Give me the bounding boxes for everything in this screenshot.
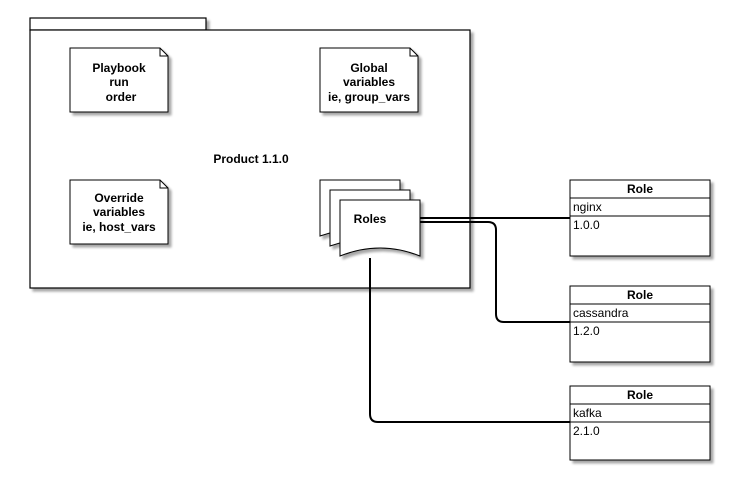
role-version: 2.1.0 [573, 424, 600, 438]
note-playbook-line-1: Playbook [92, 61, 146, 75]
role-box-cassandra[interactable] [569, 285, 711, 363]
note-playbook-line-2: run [109, 75, 128, 89]
note-global-line-2: variables [343, 75, 395, 89]
roles-multidoc[interactable] [319, 179, 421, 257]
note-global[interactable] [319, 47, 419, 113]
role-name: kafka [573, 406, 602, 420]
role-name: nginx [573, 200, 602, 214]
role-header: Role [627, 182, 653, 196]
role-header: Role [627, 388, 653, 402]
note-override-line-3: ie, host_vars [82, 220, 156, 234]
note-playbook[interactable] [69, 47, 169, 113]
role-name: cassandra [573, 306, 629, 320]
role-version: 1.0.0 [573, 218, 600, 232]
roles-label: Roles [354, 212, 387, 226]
role-header: Role [627, 288, 653, 302]
role-version: 1.2.0 [573, 324, 600, 338]
note-global-line-1: Global [350, 61, 387, 75]
package-label: Product 1.1.0 [213, 152, 289, 166]
role-box-kafka[interactable] [569, 385, 711, 461]
package-tab [29, 17, 207, 31]
note-playbook-line-3: order [106, 90, 137, 104]
role-box-nginx[interactable] [569, 179, 711, 257]
note-override[interactable] [69, 179, 169, 245]
note-override-line-1: Override [94, 191, 144, 205]
connectors [369, 217, 570, 423]
connector-kafka[interactable] [369, 258, 570, 423]
connector-cassandra[interactable] [420, 221, 570, 323]
note-global-line-3: ie, group_vars [328, 90, 410, 104]
note-override-line-2: variables [93, 205, 145, 219]
